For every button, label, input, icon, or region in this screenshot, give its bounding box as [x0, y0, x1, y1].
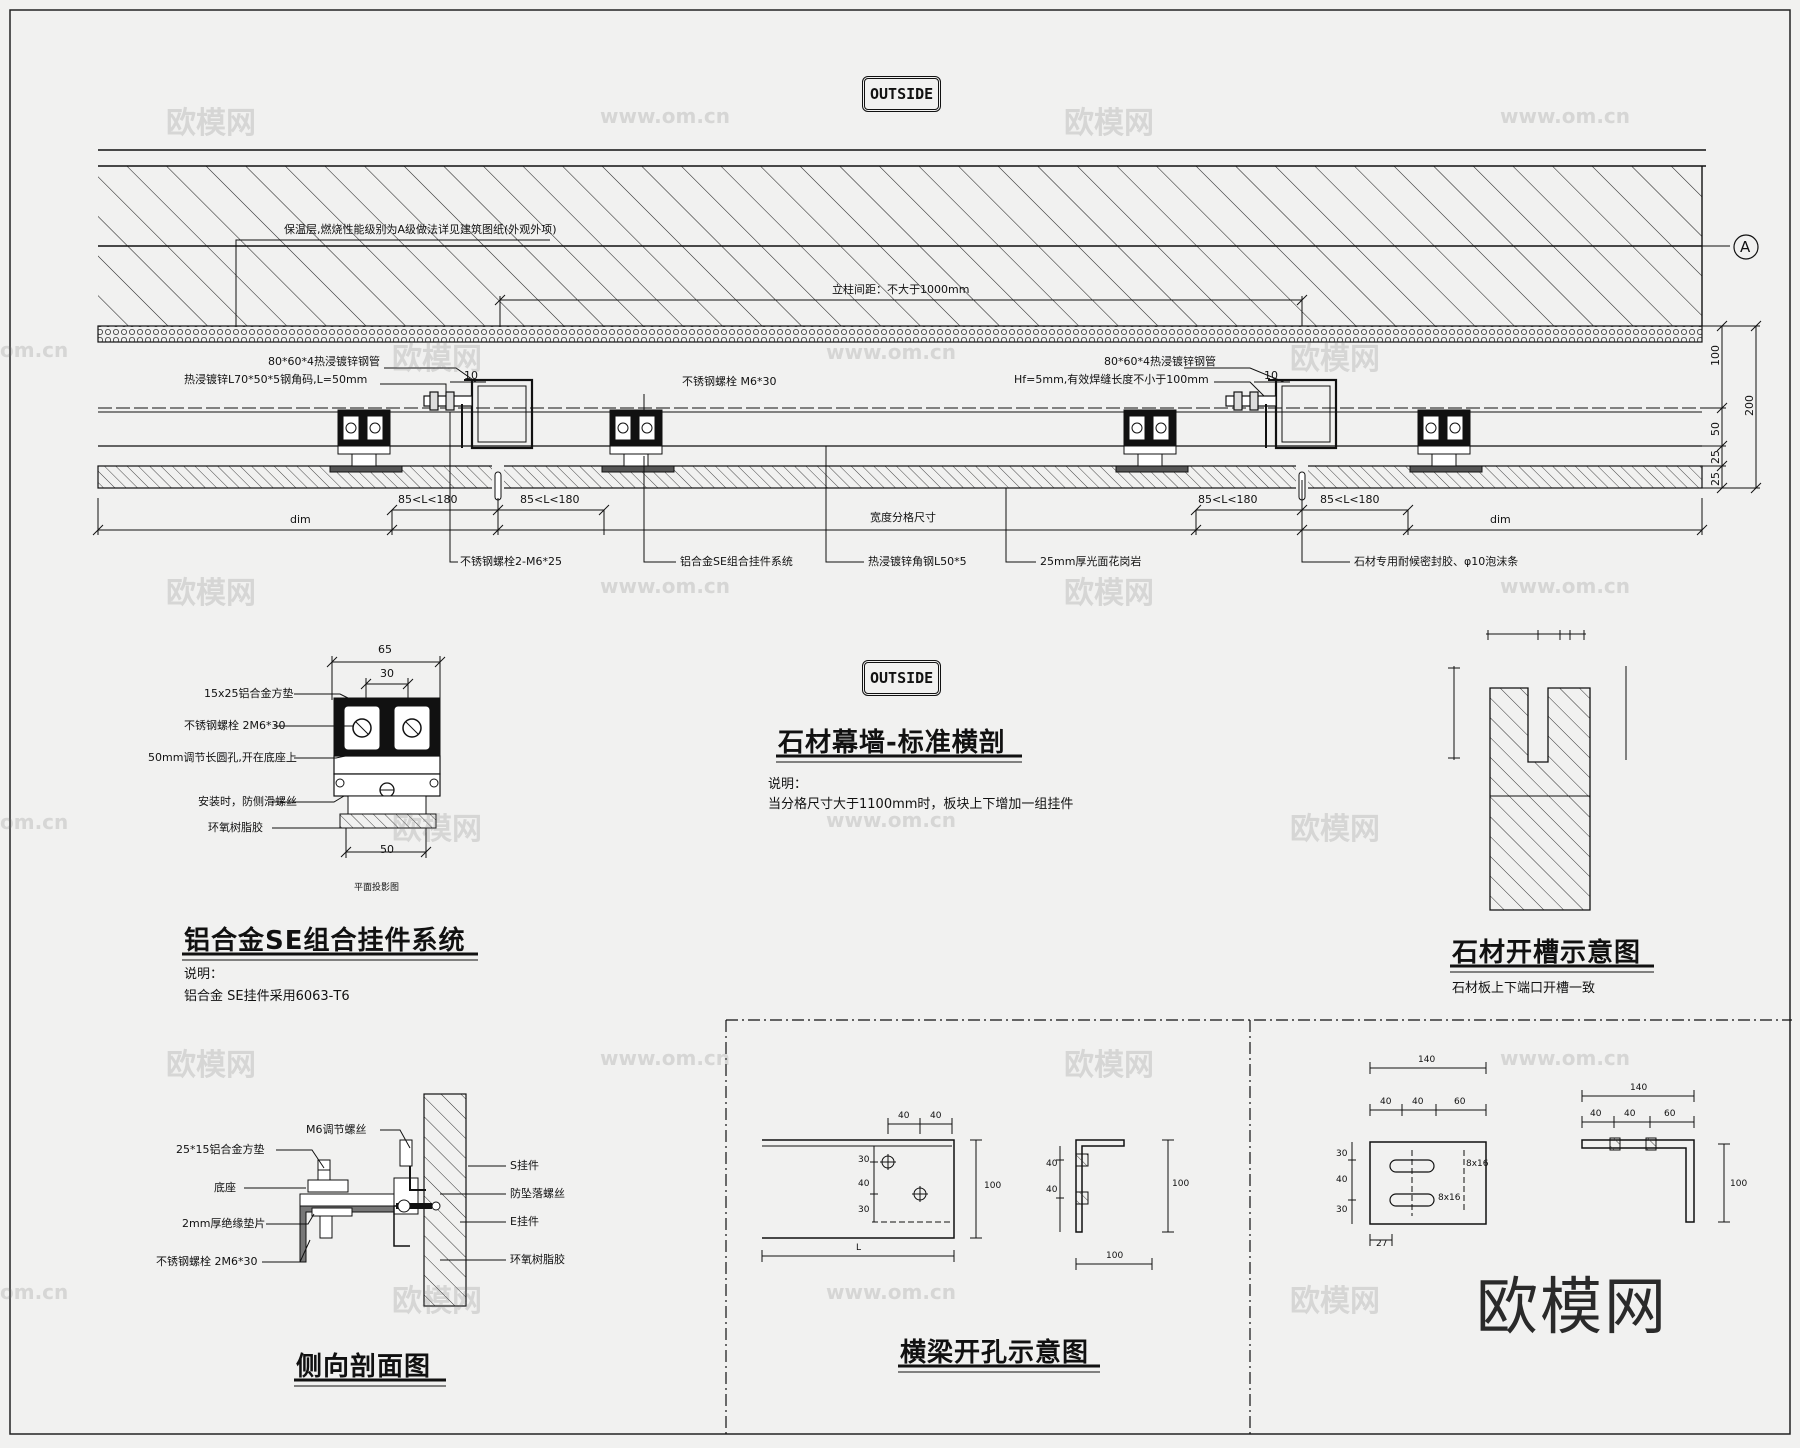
- bracket-holes-detail: [1348, 1062, 1730, 1246]
- dim-25-a: 25: [1709, 450, 1722, 464]
- dim-left: dim: [290, 513, 311, 526]
- l-range-2: 85<L<180: [520, 493, 580, 506]
- mullion-spacing-label: 立柱间距：不大于1000mm: [832, 283, 970, 296]
- l-range-4: 85<L<180: [1320, 493, 1380, 506]
- beam-dim-l: L: [856, 1243, 862, 1253]
- bracket-dim-30-b: 30: [1336, 1205, 1348, 1215]
- beam-dim-40-e: 40: [1046, 1185, 1058, 1195]
- bracket-dim-60-a: 60: [1454, 1097, 1466, 1107]
- se-dim-65: 65: [378, 643, 392, 656]
- se-note-body: 铝合金 SE挂件采用6063-T6: [184, 989, 350, 1004]
- width-module-label: 宽度分格尺寸: [870, 511, 936, 524]
- dim-10-left: 10: [464, 369, 478, 382]
- se-projection-caption: 平面投影图: [354, 883, 400, 893]
- bracket-dim-40-d: 40: [1590, 1109, 1602, 1119]
- grid-axis-marker: A: [1740, 238, 1751, 256]
- bolt-m6-label: 不锈钢螺栓 M6*30: [682, 375, 777, 388]
- l-range-1: 85<L<180: [398, 493, 458, 506]
- beam-dim-40-c: 40: [858, 1179, 870, 1189]
- groove-detail: [1448, 630, 1627, 911]
- side-label-screw: M6调节螺丝: [306, 1123, 367, 1136]
- beam-dim-40-b: 40: [930, 1111, 942, 1121]
- beam-dim-40-d: 40: [1046, 1159, 1058, 1169]
- beam-holes-detail: [761, 1118, 1174, 1270]
- side-section-title: 侧向剖面图: [296, 1352, 432, 1382]
- side-label-bolt: 不锈钢螺栓 2M6*30: [156, 1255, 258, 1268]
- bracket-dim-140-b: 140: [1630, 1083, 1648, 1093]
- callout-angle: 热浸镀锌角钢L50*5: [868, 555, 967, 568]
- angle-label-left: 热浸镀锌L70*50*5钢角码,L=50mm: [184, 373, 368, 386]
- side-label-e-clip: E挂件: [510, 1215, 539, 1228]
- se-dim-50: 50: [380, 843, 394, 856]
- bracket-dim-140-a: 140: [1418, 1055, 1436, 1065]
- callout-se-system: 铝合金SE组合挂件系统: [680, 555, 793, 568]
- steel-tube-label-left: 80*60*4热浸镀锌钢管: [268, 355, 380, 368]
- bracket-dim-40-b: 40: [1412, 1097, 1424, 1107]
- dim-25-b: 25: [1709, 472, 1722, 486]
- bracket-dim-30-a: 30: [1336, 1149, 1348, 1159]
- outside-badge-middle: OUTSIDE: [862, 660, 942, 696]
- side-label-antifall: 防坠落螺丝: [510, 1187, 565, 1200]
- beam-dim-40-a: 40: [898, 1111, 910, 1121]
- callout-granite: 25mm厚光面花岗岩: [1040, 555, 1142, 568]
- side-label-pad: 25*15铝合金方垫: [176, 1143, 265, 1156]
- callout-sealant: 石材专用耐候密封胶、φ10泡沫条: [1354, 555, 1519, 568]
- se-dim-30: 30: [380, 667, 394, 680]
- side-label-base: 底座: [214, 1181, 236, 1194]
- plan-section: [92, 149, 1762, 563]
- se-detail-title: 铝合金SE组合挂件系统: [184, 926, 466, 956]
- bracket-dim-40-e: 40: [1624, 1109, 1636, 1119]
- callout-bolts: 不锈钢螺栓2-M6*25: [460, 555, 562, 568]
- se-label-bolt: 不锈钢螺栓 2M6*30: [184, 719, 286, 732]
- se-label-slot: 50mm调节长圆孔,开在底座上: [148, 751, 297, 764]
- side-label-gasket: 2mm厚绝缘垫片: [182, 1217, 266, 1230]
- bracket-dim-100: 100: [1730, 1179, 1748, 1189]
- dim-100: 100: [1709, 345, 1722, 366]
- groove-title: 石材开槽示意图: [1452, 938, 1642, 968]
- steel-tube-label-right: 80*60*4热浸镀锌钢管: [1104, 355, 1216, 368]
- bracket-dim-27: 27: [1376, 1239, 1388, 1249]
- bracket-slot-1: 8x16: [1466, 1159, 1489, 1169]
- se-clip-detail: [272, 656, 446, 858]
- insulation-note: 保温层,燃烧性能级别为A级做法详见建筑图纸(外观外项): [284, 223, 557, 236]
- se-label-epoxy: 环氧树脂胶: [208, 821, 263, 834]
- dim-right: dim: [1490, 513, 1511, 526]
- l-range-3: 85<L<180: [1198, 493, 1258, 506]
- main-note-body: 当分格尺寸大于1100mm时，板块上下增加一组挂件: [768, 797, 1074, 812]
- beam-dim-100-b: 100: [1172, 1179, 1190, 1189]
- groove-note: 石材板上下端口开槽一致: [1452, 981, 1596, 996]
- dim-200: 200: [1743, 395, 1756, 416]
- bracket-dim-40-a: 40: [1380, 1097, 1392, 1107]
- bracket-dim-60-b: 60: [1664, 1109, 1676, 1119]
- se-label-pad: 15x25铝合金方垫: [204, 687, 294, 700]
- brand-logo: 欧模网: [1476, 1270, 1669, 1343]
- se-label-install: 安装时，防侧滑螺丝: [198, 795, 297, 808]
- weld-note: Hf=5mm,有效焊缝长度不小于100mm: [1014, 373, 1209, 386]
- bracket-dim-40-c: 40: [1336, 1175, 1348, 1185]
- bracket-slot-2: 8x16: [1438, 1193, 1461, 1203]
- beam-dim-100-c: 100: [1106, 1251, 1124, 1261]
- dim-10-right: 10: [1264, 369, 1278, 382]
- beam-dim-30-a: 30: [858, 1155, 870, 1165]
- beam-dim-30-b: 30: [858, 1205, 870, 1215]
- se-note-head: 说明：: [184, 967, 224, 982]
- side-label-s-clip: S挂件: [510, 1159, 539, 1172]
- beam-holes-title: 横梁开孔示意图: [900, 1338, 1090, 1368]
- side-section-detail: [244, 1093, 506, 1307]
- side-label-epoxy: 环氧树脂胶: [510, 1253, 565, 1266]
- outside-badge-top: OUTSIDE: [862, 76, 942, 112]
- main-note-head: 说明：: [768, 777, 808, 792]
- beam-dim-100-a: 100: [984, 1181, 1002, 1191]
- dim-50: 50: [1709, 422, 1722, 436]
- main-section-title: 石材幕墙-标准横剖: [778, 728, 1006, 758]
